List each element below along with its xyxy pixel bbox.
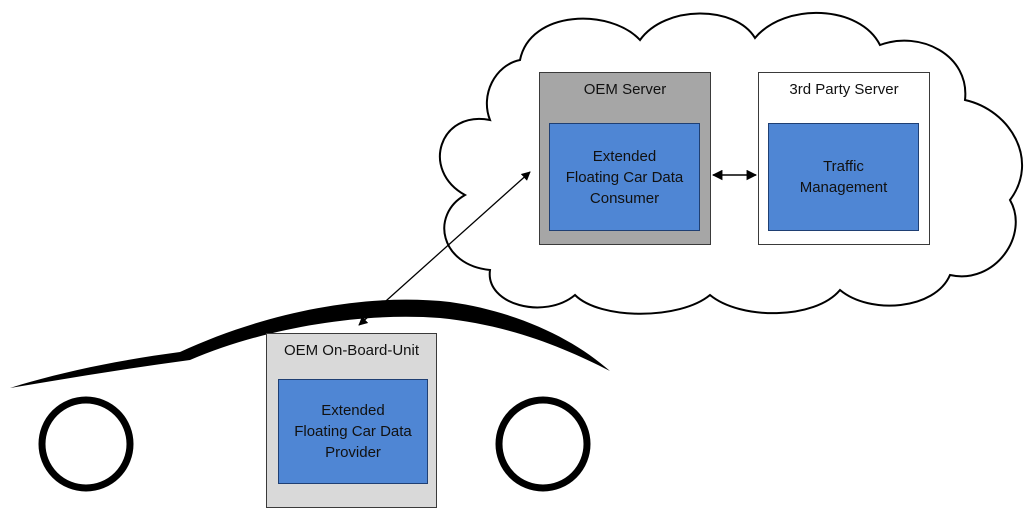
traffic-management-label: Traffic Management	[799, 158, 888, 196]
onboard-unit-title: OEM On-Board-Unit	[283, 342, 420, 359]
rear-wheel-icon	[495, 396, 591, 492]
front-wheel-icon	[38, 396, 134, 492]
third-party-server-box: 3rd Party Server Traffic Management	[758, 72, 930, 245]
provider-consumer-arrow	[358, 171, 531, 326]
floating-car-data-consumer-box: Extended Floating Car Data Consumer	[549, 123, 700, 231]
traffic-management-box: Traffic Management	[768, 123, 919, 231]
car-body	[10, 299, 610, 388]
floating-car-data-consumer-label: Extended Floating Car Data Consumer	[565, 147, 684, 207]
third-party-server-title: 3rd Party Server	[789, 81, 899, 98]
oem-server-title: OEM Server	[583, 81, 667, 98]
floating-car-data-provider-label: Extended Floating Car Data Provider	[294, 402, 412, 461]
oem-server-box: OEM Server Extended Floating Car Data Co…	[539, 72, 711, 245]
floating-car-data-provider-box: Extended Floating Car Data Provider	[278, 379, 428, 484]
cloud-shape	[438, 11, 1023, 315]
onboard-unit-box: OEM On-Board-Unit Extended Floating Car …	[266, 333, 437, 508]
